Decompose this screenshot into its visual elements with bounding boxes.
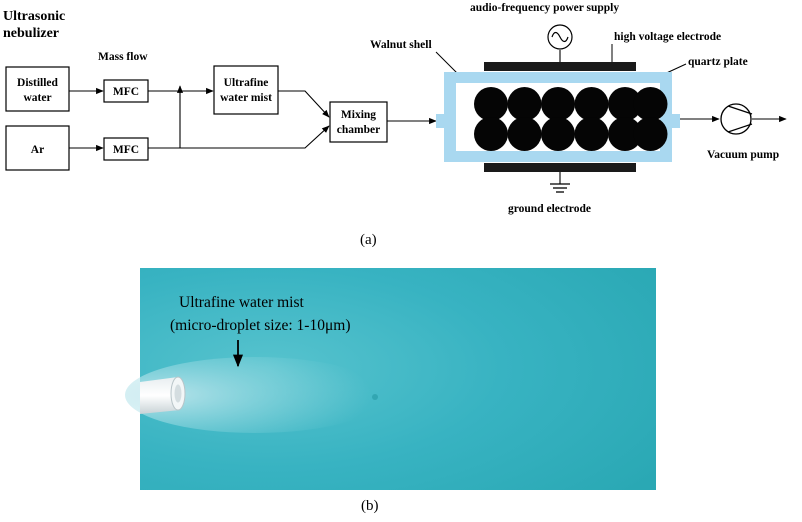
walnut-shell-particle xyxy=(507,87,542,121)
distilled-water-line2: water xyxy=(23,92,51,104)
walnut-shell-particle xyxy=(474,117,508,151)
ground-electrode-label: ground electrode xyxy=(508,203,591,215)
mist-label-line1: Ultrafine water mist xyxy=(179,294,305,311)
nebulizer-label-line2: nebulizer xyxy=(3,26,59,41)
walnut-shell-particles xyxy=(474,87,668,151)
mfc-label-water: MFC xyxy=(113,86,139,98)
sine-wave-icon xyxy=(551,31,569,43)
power-supply-label: audio-frequency power supply xyxy=(470,2,619,14)
mixing-line2: chamber xyxy=(337,124,380,136)
argon-box xyxy=(5,125,70,171)
inlet-port xyxy=(436,114,444,128)
photo-b: Ultrafine water mist (micro-droplet size… xyxy=(125,268,656,514)
mfc-box-argon xyxy=(103,137,149,161)
walnut-shell-particle xyxy=(541,87,575,121)
walnut-shell-particle xyxy=(541,117,575,151)
vacuum-pump-blade xyxy=(727,105,753,115)
mfc-label-argon: MFC xyxy=(113,144,139,156)
walnut-shell-particle xyxy=(633,87,668,121)
high-voltage-electrode xyxy=(484,62,636,71)
walnut-shell-particle xyxy=(507,117,542,151)
caption-b: (b) xyxy=(361,498,379,514)
mixing-chamber-box xyxy=(329,101,388,143)
mixing-line1: Mixing xyxy=(341,109,376,121)
flow-lines xyxy=(69,50,787,184)
nebulizer-label-line1: Ultrasonic xyxy=(3,9,65,24)
argon-label: Ar xyxy=(31,144,44,156)
mist-plume xyxy=(125,357,385,433)
schematic-a: Ultrasonic nebulizer Mass flow Distilled… xyxy=(3,2,787,248)
mist-label-line2: (micro-droplet size: 1-10μm) xyxy=(170,317,350,334)
vacuum-pump-blade xyxy=(727,123,753,133)
high-voltage-electrode-label: high voltage electrode xyxy=(614,31,721,43)
walnut-shell-particle xyxy=(574,117,609,151)
outlet-port xyxy=(672,114,680,128)
walnut-shell-particle xyxy=(574,87,609,121)
walnut-shell-particle xyxy=(608,117,642,151)
ground-electrode xyxy=(484,163,636,172)
distilled-water-box xyxy=(5,66,70,112)
caption-a: (a) xyxy=(360,232,377,248)
quartz-plate-label: quartz plate xyxy=(688,56,748,68)
ultrafine-line2: water mist xyxy=(220,92,272,104)
walnut-shell-particle xyxy=(608,87,642,121)
droplet-speck xyxy=(372,394,378,400)
ultrafine-mist-box xyxy=(213,65,279,115)
ultrafine-line1: Ultrafine xyxy=(224,77,269,89)
walnut-shell-label: Walnut shell xyxy=(370,39,432,51)
mass-flow-label: Mass flow xyxy=(98,51,148,63)
nozzle-icon xyxy=(140,376,186,414)
ground-symbol-icon xyxy=(550,183,570,193)
distilled-water-line1: Distilled xyxy=(17,77,58,89)
vacuum-pump-label: Vacuum pump xyxy=(707,149,779,161)
walnut-shell-particle xyxy=(633,117,668,151)
walnut-shell-particle xyxy=(474,87,508,121)
